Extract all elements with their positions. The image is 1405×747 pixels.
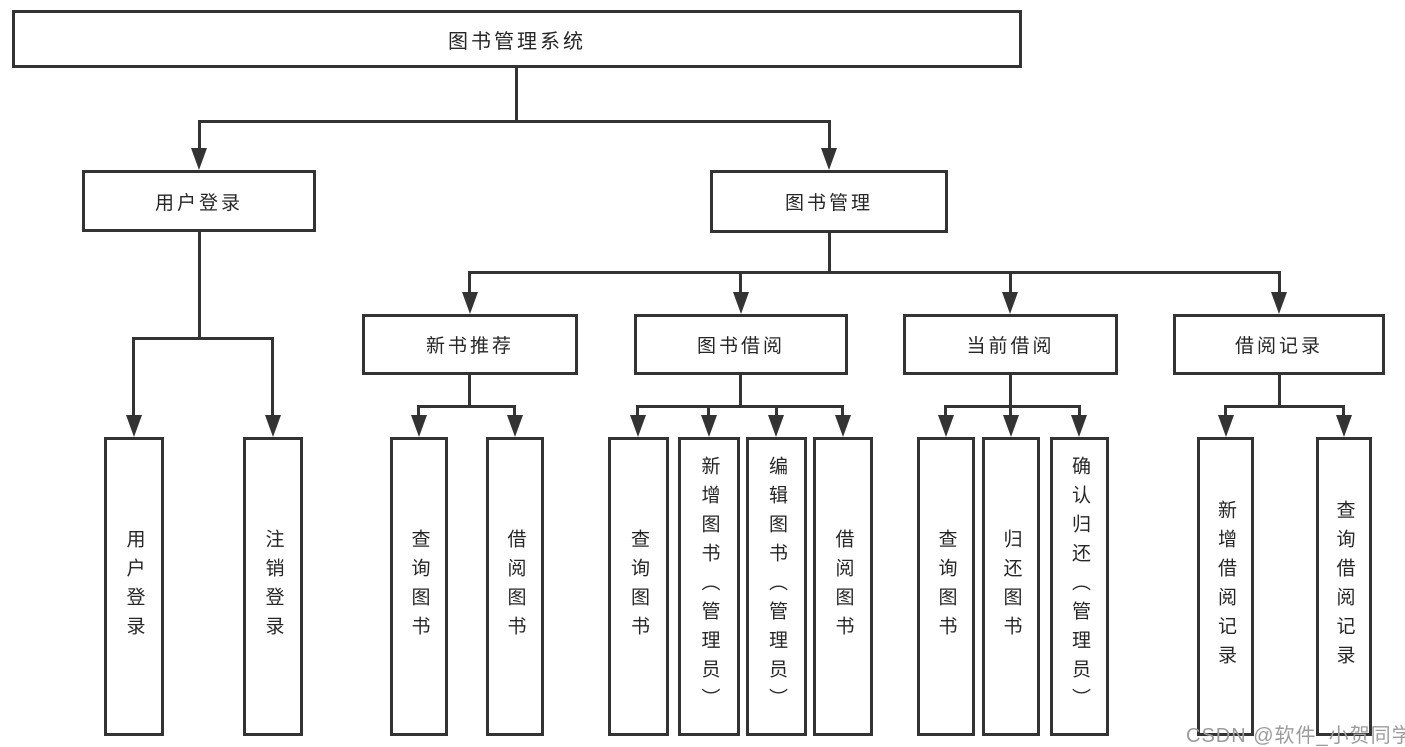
connector-borrow-records-stem: [1278, 375, 1281, 408]
connector-book-borrow-stem: [739, 375, 742, 408]
connector-current-borrow-branch: [944, 405, 1081, 408]
arrow-down-icon: [1271, 292, 1287, 314]
leaf-query-books-current: 查询图书: [917, 437, 975, 736]
node-label: 当前借阅: [966, 336, 1055, 357]
leaf-query-books-borrow: 查询图书: [608, 437, 669, 736]
connector-drop: [1009, 405, 1012, 418]
connector-drop-new-book-recommend: [468, 271, 471, 294]
arrow-down-icon: [938, 415, 954, 437]
connector-book-management-branch: [468, 271, 1281, 274]
connector-user-login-stem: [198, 232, 201, 338]
node-book-management: 图书管理: [710, 170, 948, 233]
node-label: 新书推荐: [425, 336, 514, 357]
leaf-add-borrow-record: 新增借阅记录: [1197, 437, 1254, 736]
connector-borrow-records-branch: [1224, 405, 1345, 408]
node-label: 查询图书: [408, 528, 430, 645]
node-label: 编辑图书（管理员）: [766, 456, 787, 717]
arrow-down-icon: [462, 292, 478, 314]
arrow-down-icon: [1336, 415, 1352, 437]
node-label: 确认归还（管理员）: [1069, 456, 1090, 717]
arrow-down-icon: [191, 148, 207, 170]
node-label: 用户登录: [154, 192, 243, 214]
arrow-down-icon: [411, 415, 427, 437]
leaf-add-book-admin: 新增图书（管理员）: [678, 437, 740, 736]
connector-drop: [1078, 405, 1081, 418]
connector-drop-book-borrow: [739, 271, 742, 294]
connector-drop: [636, 405, 639, 418]
node-library-management-system: 图书管理系统: [12, 10, 1022, 68]
arrow-down-icon: [821, 148, 837, 170]
connector-drop: [775, 405, 778, 418]
node-label: 查询图书: [628, 528, 649, 645]
arrow-down-icon: [1218, 415, 1234, 437]
connector-drop-leaf-logout: [271, 337, 274, 417]
leaf-user-login: 用户登录: [104, 437, 164, 736]
connector-drop: [1342, 405, 1345, 418]
node-label: 借阅记录: [1234, 336, 1323, 357]
arrow-down-icon: [265, 415, 281, 437]
arrow-down-icon: [1003, 415, 1019, 437]
node-user-login: 用户登录: [82, 170, 316, 232]
arrow-down-icon: [1071, 415, 1087, 437]
leaf-edit-book-admin: 编辑图书（管理员）: [746, 437, 807, 736]
connector-root-branch: [198, 120, 831, 123]
connector-drop-book-management: [828, 120, 831, 152]
csdn-watermark: CSDN @软件_小贺同学: [1186, 725, 1405, 747]
arrow-down-icon: [507, 415, 523, 437]
arrow-down-icon: [1002, 292, 1018, 314]
connector-drop: [513, 405, 516, 418]
node-borrow-records: 借阅记录: [1173, 314, 1385, 375]
connector-new-book-recommend-stem: [468, 375, 471, 408]
node-label: 归还图书: [1000, 528, 1022, 645]
node-label: 借阅图书: [832, 528, 854, 645]
leaf-logout: 注销登录: [243, 437, 303, 736]
node-label: 图书借阅: [696, 336, 785, 357]
arrow-down-icon: [835, 415, 851, 437]
connector-user-login-branch: [132, 337, 274, 340]
arrow-down-icon: [126, 415, 142, 437]
arrow-down-icon: [701, 415, 717, 437]
node-label: 新增借阅记录: [1215, 499, 1236, 674]
leaf-query-books-recommend: 查询图书: [390, 437, 448, 736]
leaf-borrow-books: 借阅图书: [813, 437, 873, 736]
arrow-down-icon: [630, 415, 646, 437]
connector-drop-leaf-user-login: [132, 337, 135, 417]
leaf-return-books: 归还图书: [982, 437, 1040, 736]
node-label: 查询借阅记录: [1333, 499, 1355, 674]
connector-drop: [1224, 405, 1227, 418]
connector-drop-borrow-records: [1278, 271, 1281, 294]
connector-drop: [417, 405, 420, 418]
arrow-down-icon: [768, 415, 784, 437]
node-book-borrow: 图书借阅: [634, 314, 848, 375]
node-label: 图书管理系统: [448, 30, 586, 53]
node-label: 查询图书: [935, 528, 957, 645]
connector-root-stem: [515, 68, 518, 121]
connector-drop-user-login: [198, 120, 201, 152]
leaf-confirm-return-admin: 确认归还（管理员）: [1050, 437, 1109, 736]
node-label: 图书管理: [784, 193, 873, 214]
connector-book-management-stem: [828, 233, 831, 272]
node-current-borrow: 当前借阅: [903, 314, 1118, 375]
leaf-query-borrow-record: 查询借阅记录: [1316, 437, 1372, 736]
connector-book-borrow-branch: [636, 405, 844, 408]
node-new-book-recommend: 新书推荐: [362, 314, 578, 375]
arrow-down-icon: [733, 292, 749, 314]
connector-current-borrow-stem: [1009, 375, 1012, 408]
connector-drop: [707, 405, 710, 418]
connector-drop: [841, 405, 844, 418]
connector-drop-current-borrow: [1009, 271, 1012, 294]
connector-drop: [944, 405, 947, 418]
connector-new-book-recommend-branch: [417, 405, 516, 408]
node-label: 用户登录: [123, 528, 145, 645]
node-label: 注销登录: [262, 528, 284, 645]
node-label: 新增图书（管理员）: [698, 456, 720, 717]
leaf-borrow-books-recommend: 借阅图书: [486, 437, 544, 736]
node-label: 借阅图书: [504, 528, 526, 645]
